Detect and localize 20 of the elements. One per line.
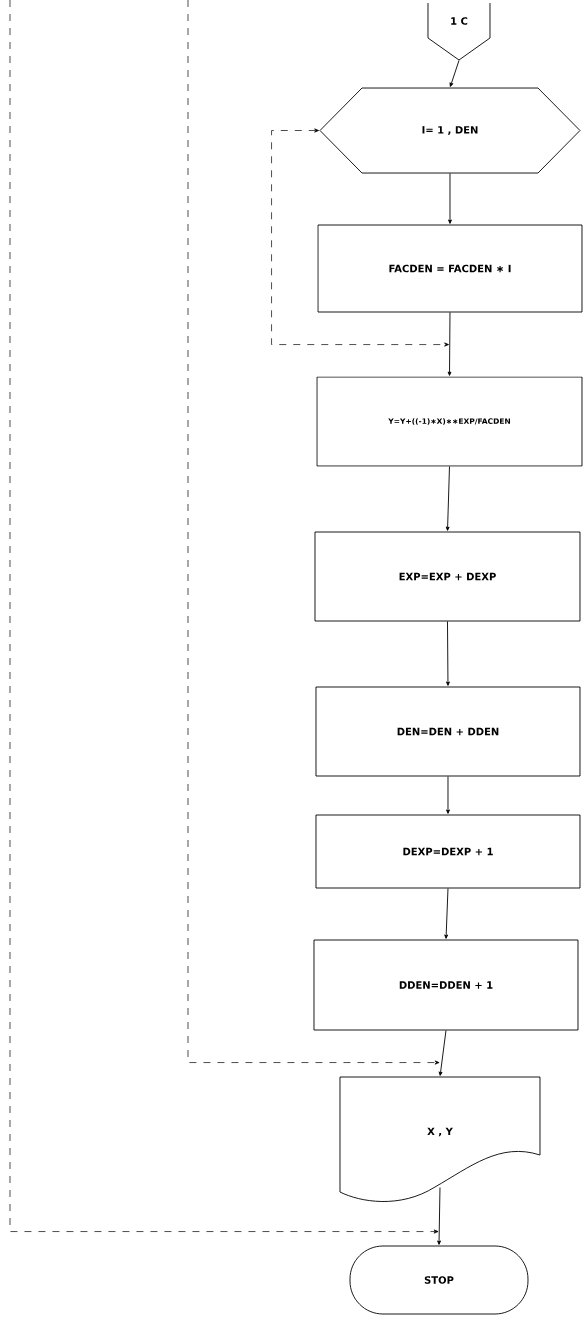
arrow (437, 1187, 441, 1245)
process-box: DDEN=DDEN + 1 (313, 939, 579, 1031)
dashed-arrow (9, 0, 439, 1234)
arrow (449, 60, 460, 87)
arrow (446, 621, 450, 686)
loop-hexagon: I= 1 , DEN (319, 87, 581, 174)
process-box: EXP=EXP + DEXP (314, 531, 581, 622)
dashed-arrow (271, 128, 449, 347)
dashed-arrow (187, 0, 440, 1065)
arrow (446, 776, 450, 814)
arrow (448, 173, 452, 224)
output-document: X , Y (339, 1076, 541, 1202)
arrow (445, 466, 450, 531)
process-box: DEN=DEN + DDEN (315, 686, 581, 777)
off-page-connector: 1 C (427, 2, 491, 61)
process-box: DEXP=DEXP + 1 (315, 814, 581, 889)
arrow (444, 888, 449, 939)
process-box: FACDEN = FACDEN ∗ I (317, 224, 583, 313)
arrow (447, 312, 452, 376)
arrow (438, 1030, 447, 1076)
